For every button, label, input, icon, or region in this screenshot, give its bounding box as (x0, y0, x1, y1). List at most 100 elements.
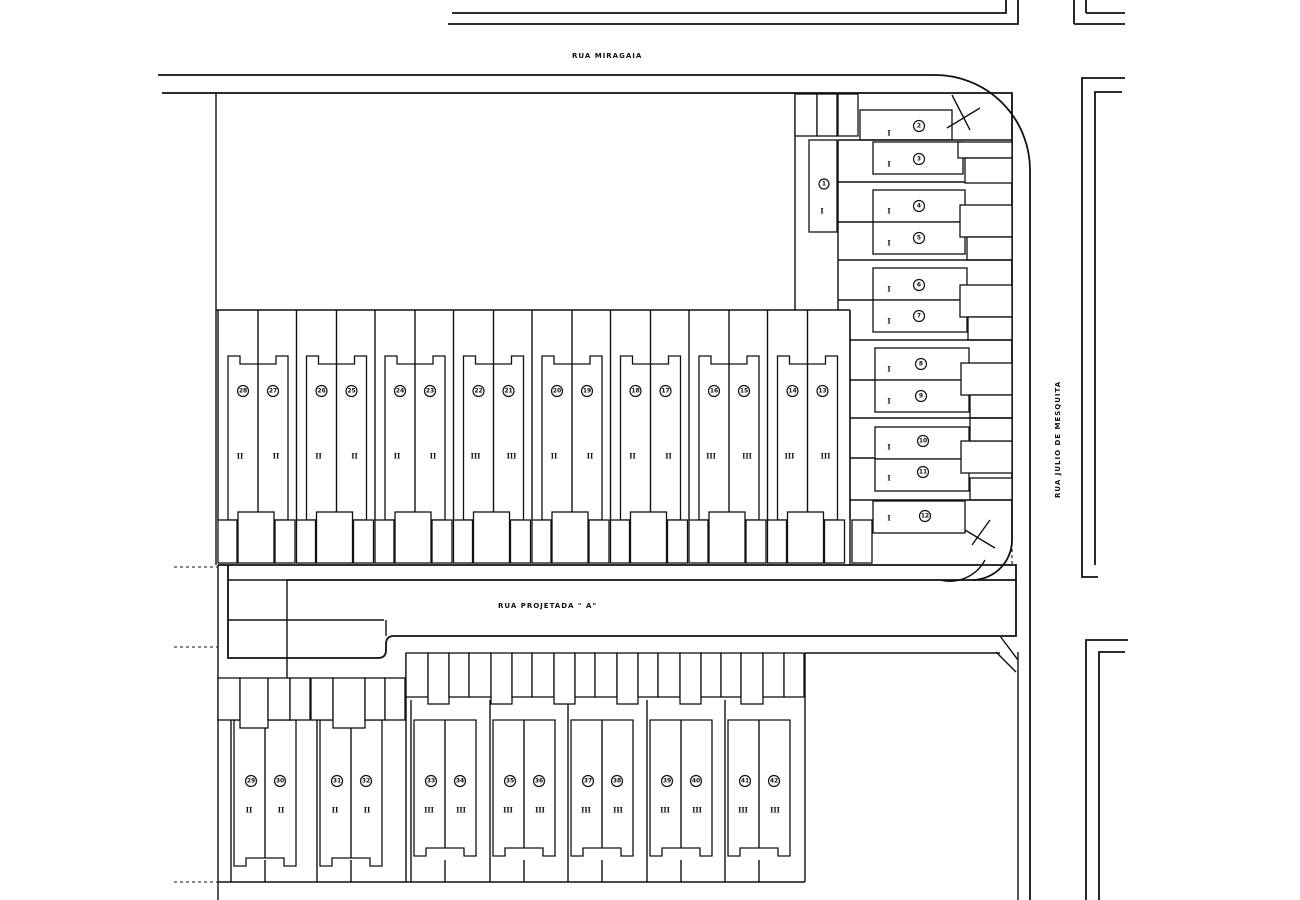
unit-type: I (887, 207, 890, 216)
lot-marker (912, 199, 926, 213)
garage (851, 519, 873, 564)
unit-type: III (503, 806, 513, 815)
lot-number: 30 (276, 778, 284, 785)
lot-number: 39 (663, 778, 671, 785)
lot-number: 42 (770, 778, 778, 785)
lot-marker (912, 231, 926, 245)
lot-marker (689, 774, 703, 788)
lot-number: 10 (919, 438, 927, 445)
garage (708, 511, 746, 564)
lot-marker (707, 384, 721, 398)
lot-marker (423, 384, 437, 398)
unit-type: I (887, 160, 890, 169)
lot-number: 2 (917, 123, 921, 130)
garage (616, 652, 639, 705)
garage (267, 677, 291, 721)
unit-type: III (535, 806, 545, 815)
lot-marker (580, 384, 594, 398)
lot-marker (550, 384, 564, 398)
lot-marker (244, 774, 258, 788)
garage (384, 677, 406, 721)
lot-marker (918, 509, 932, 523)
garage (511, 652, 533, 698)
unit-type: II (629, 452, 636, 461)
unit-type: II (364, 806, 371, 815)
lot-marker (912, 152, 926, 166)
garage (295, 519, 317, 564)
lot-marker (532, 774, 546, 788)
lot-marker (502, 384, 515, 398)
interior-road (174, 564, 1019, 900)
garage (786, 511, 825, 564)
garage (468, 652, 492, 698)
lot-number: 37 (584, 778, 592, 785)
lot-number: 7 (917, 313, 921, 320)
lot-number: 13 (818, 388, 826, 395)
unit-type: II (237, 452, 244, 461)
parking-box (816, 93, 838, 137)
lot-number: 21 (504, 388, 512, 395)
lot-marker (916, 434, 930, 448)
lot-number: 5 (917, 235, 921, 242)
lot-marker (359, 774, 373, 788)
unit-type: II (587, 452, 594, 461)
garage (448, 652, 470, 698)
unit-type: III (581, 806, 591, 815)
lot-marker (581, 774, 595, 788)
lot-number: 8 (919, 361, 923, 368)
garage (609, 519, 631, 564)
unit-type: III (613, 806, 623, 815)
lot-number: 38 (613, 778, 621, 785)
north-block-outline (448, 0, 1125, 25)
lot-number: 15 (740, 388, 748, 395)
lot-marker (273, 774, 287, 788)
lot-number: 11 (919, 469, 927, 476)
lot-marker (737, 384, 751, 398)
lot-marker (914, 389, 928, 403)
garage (551, 511, 589, 564)
garage (274, 519, 296, 564)
lot-marker (236, 384, 250, 398)
garage (431, 519, 453, 564)
unit-type: III (456, 806, 466, 815)
lot-number: 17 (661, 388, 669, 395)
garage (352, 519, 375, 564)
garage (405, 652, 429, 698)
unit-type: I (887, 443, 890, 452)
garage (740, 652, 764, 705)
street-label-east: RUA JULIO DE MESQUITA (1054, 381, 1062, 498)
lot-number: 9 (919, 393, 923, 400)
lot-marker (315, 384, 328, 398)
unit-type: III (770, 806, 780, 815)
unit-type: I (820, 207, 823, 216)
east-blocks-outline (1081, 77, 1128, 900)
garage (688, 519, 709, 564)
garage (823, 519, 846, 564)
garage (762, 652, 785, 698)
east-column-units: 1 I (794, 93, 1013, 565)
lot-marker (472, 384, 485, 398)
lot-marker (345, 384, 358, 398)
garage (289, 677, 311, 721)
garage (553, 652, 576, 705)
garage (217, 519, 238, 564)
lot-number: 19 (583, 388, 591, 395)
lot-number: 1 (822, 181, 826, 188)
garage (574, 652, 596, 698)
garage (472, 511, 511, 564)
house-unit-2 (859, 109, 953, 141)
garage (766, 519, 788, 564)
parking-box (837, 93, 859, 137)
garage (637, 652, 659, 698)
lot-marker (503, 774, 517, 788)
garage (531, 519, 552, 564)
lot-marker (424, 774, 438, 788)
house-unit-7 (872, 299, 968, 333)
garage (217, 677, 241, 721)
lot-marker (453, 774, 467, 788)
unit-type: III (471, 452, 481, 461)
unit-type: II (315, 452, 322, 461)
lot-number: 24 (396, 388, 404, 395)
lot-marker (912, 278, 926, 292)
